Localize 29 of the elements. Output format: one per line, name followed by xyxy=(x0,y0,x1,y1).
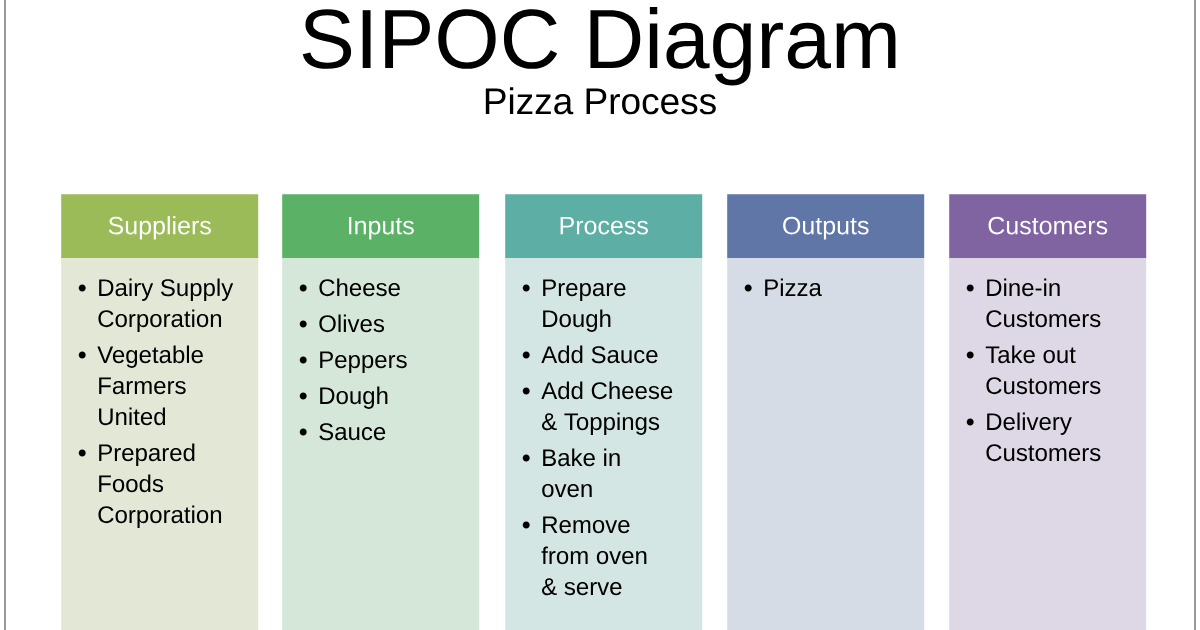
list-item: Prepare Dough xyxy=(543,279,626,332)
header-bar: Process xyxy=(505,194,703,259)
list-item: Vegetable Farmers United xyxy=(97,345,203,426)
list-item: Peppers xyxy=(320,351,407,373)
header-bar: Customers xyxy=(949,194,1147,259)
list-panel xyxy=(949,258,1147,630)
list-item: Add Cheese & Toppings xyxy=(541,381,673,435)
header-bar: Outputs xyxy=(727,194,925,259)
list-item: Olives xyxy=(319,314,384,333)
list-item: Add Sauce xyxy=(541,345,658,364)
list-panel xyxy=(282,258,480,630)
list-panel xyxy=(61,258,259,630)
list-item: Cheese xyxy=(319,278,400,297)
title: SIPOC Diagram xyxy=(302,7,896,86)
list-item: Dairy Supply Corporation xyxy=(98,278,234,332)
list-item: Dine-in Customers xyxy=(986,278,1101,328)
list-item: Take out Customers xyxy=(985,345,1101,395)
list-item: Bake in oven xyxy=(542,448,620,498)
list-item: Delivery Customers xyxy=(986,412,1101,462)
subtitle: Pizza Process xyxy=(485,87,716,115)
list-item: Pizza xyxy=(765,278,822,297)
list-panel xyxy=(505,258,703,630)
list-panel xyxy=(727,258,925,630)
list-item: Prepared Foods Corporation xyxy=(98,443,222,528)
list-item: Remove from oven & serve xyxy=(541,516,647,596)
list-item: Sauce xyxy=(319,423,386,441)
list-item: Dough xyxy=(320,386,388,409)
header-bar: Suppliers xyxy=(61,194,259,259)
header-bar: Inputs xyxy=(282,194,480,259)
